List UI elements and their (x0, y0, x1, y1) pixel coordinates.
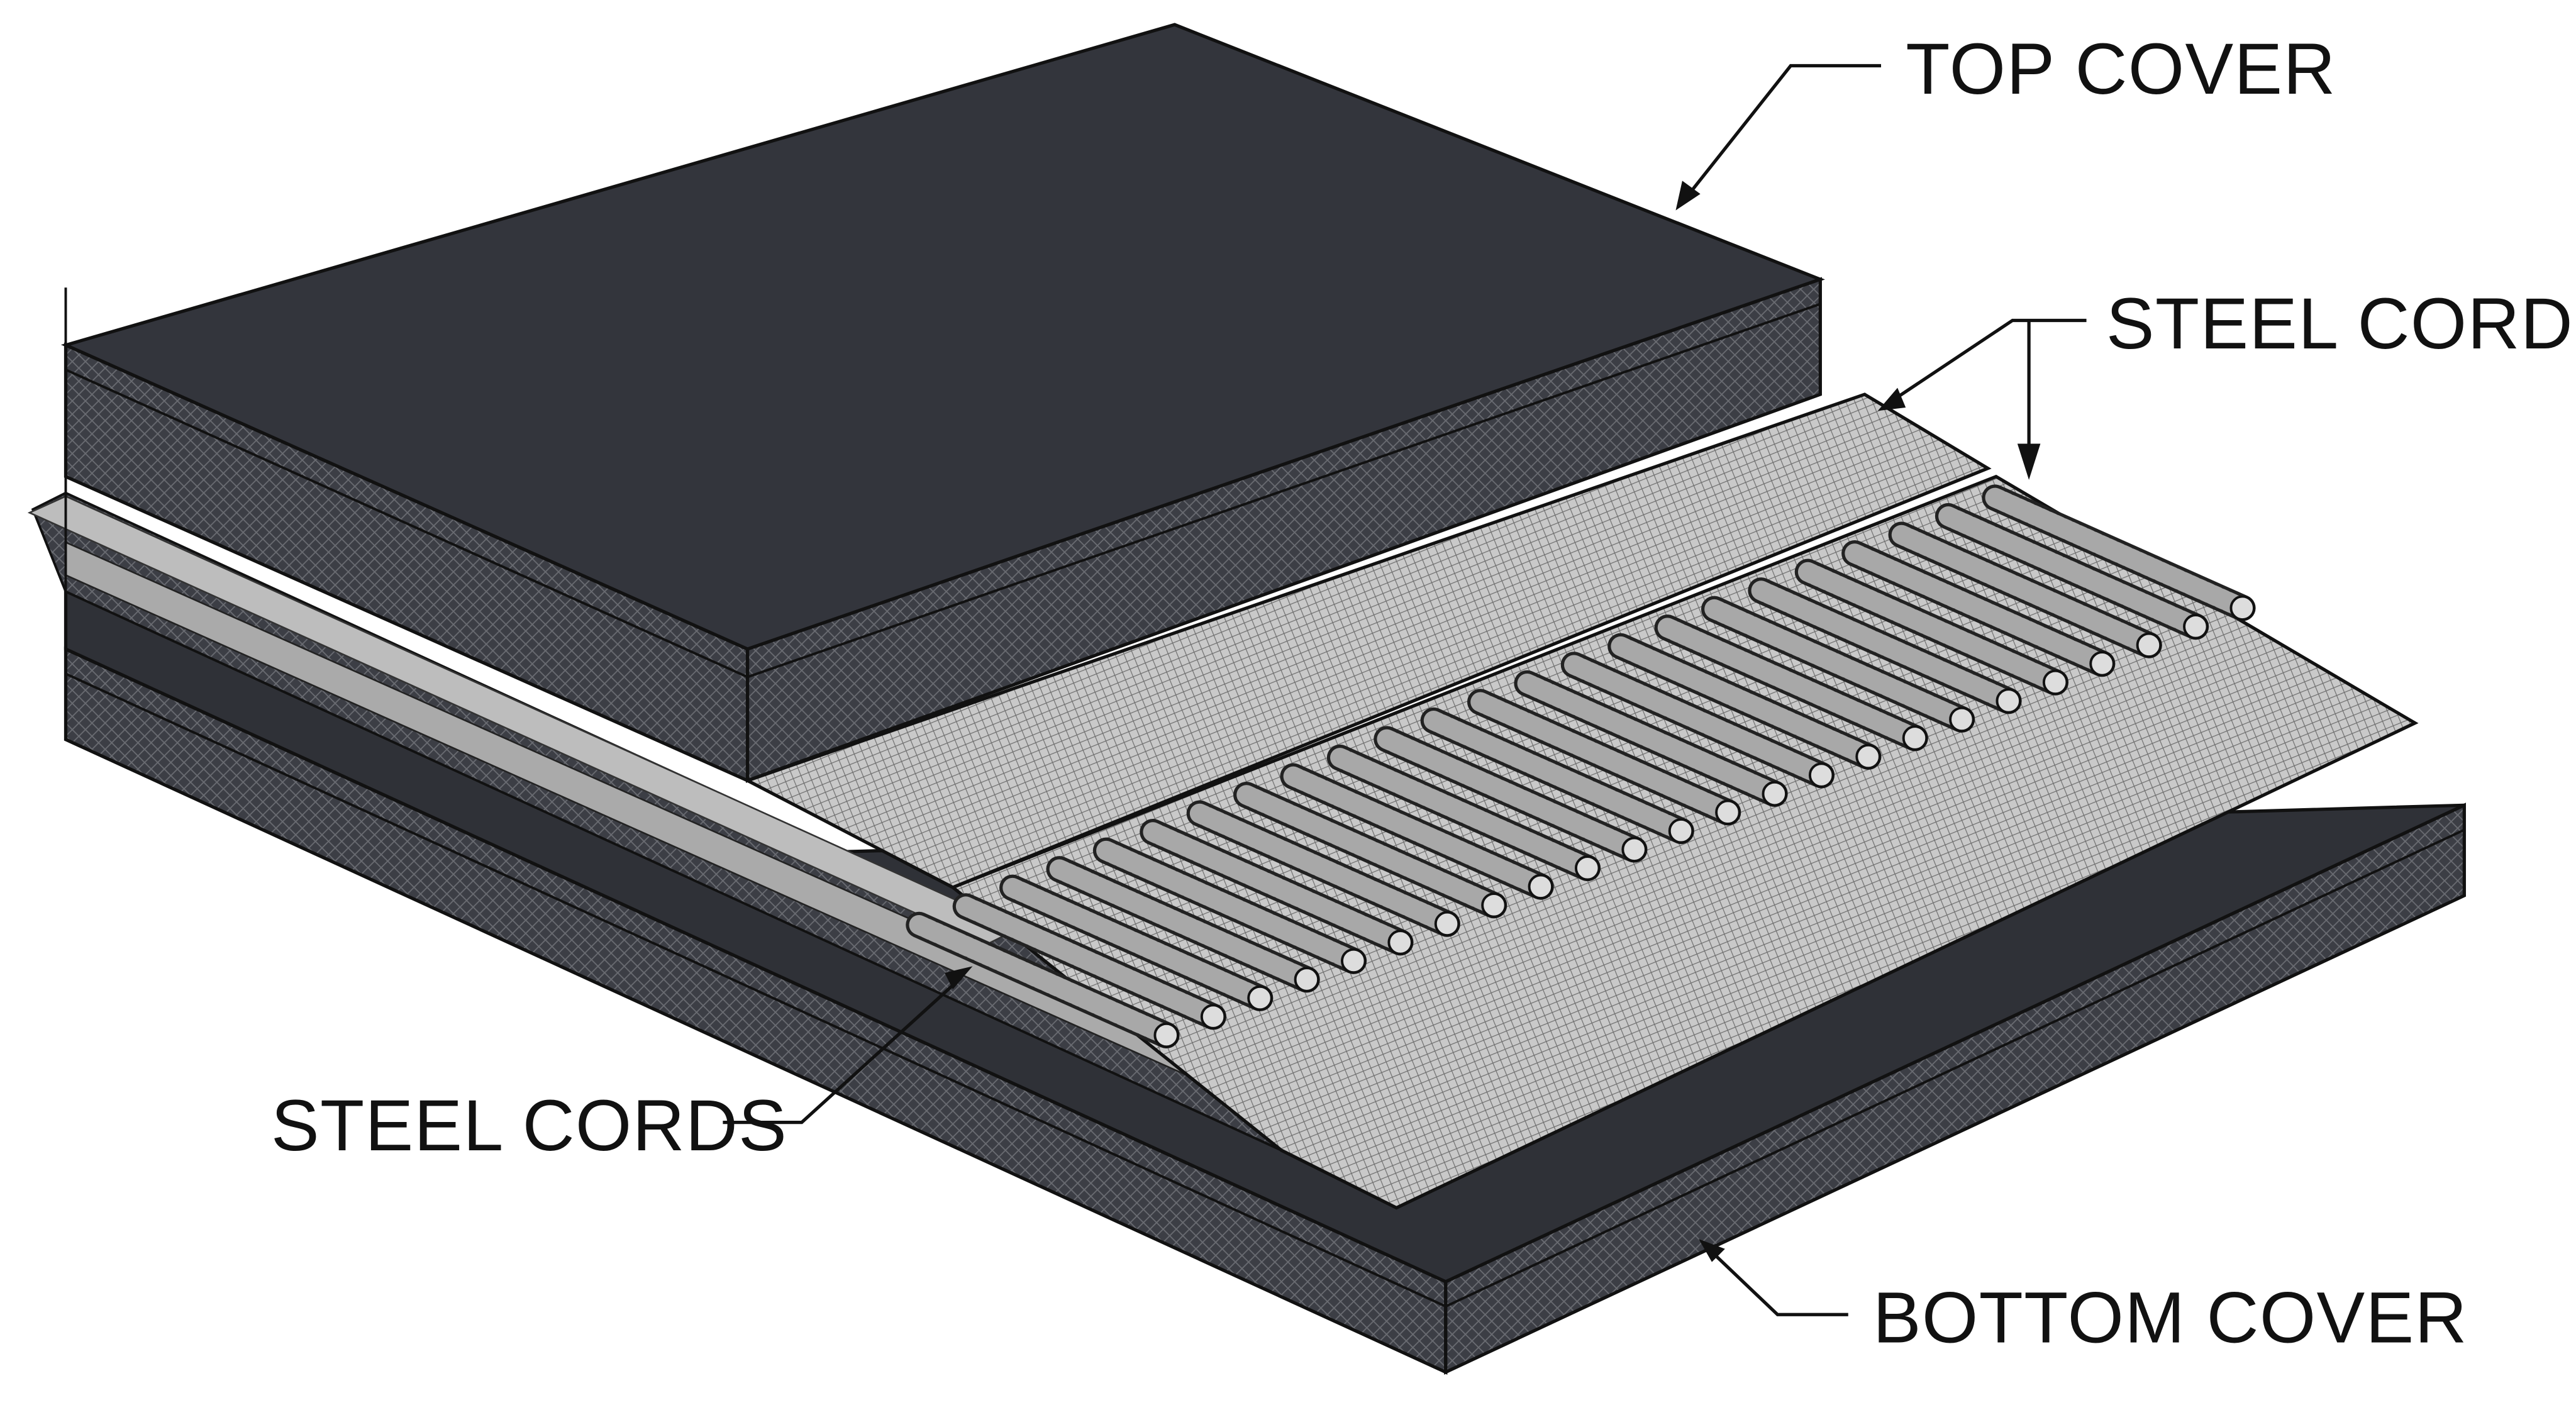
steel-cord (1189, 803, 1457, 934)
steel-cord (955, 896, 1223, 1027)
steel-cord (1236, 785, 1504, 916)
steel-cords (906, 484, 2256, 1049)
steel-cord-end (1481, 892, 1507, 918)
steel-cord (1845, 543, 2112, 674)
steel-cord (1891, 525, 2159, 655)
steel-cord-end (1855, 743, 1881, 770)
svg-text:STEEL CORDS: STEEL CORDS (271, 1086, 787, 1166)
steel-cord-end (2183, 614, 2209, 640)
steel-cord-end (1434, 911, 1460, 937)
left-cord-layer (27, 491, 1283, 1153)
steel-cord (1002, 877, 1270, 1008)
upper-fabric-sheet (743, 392, 1992, 889)
steel-cord-end (2229, 595, 2255, 621)
label-top-cover: TOP COVER (1675, 29, 2336, 211)
steel-cord (1938, 506, 2206, 636)
steel-cord-end (1715, 799, 1741, 825)
svg-text:TOP COVER: TOP COVER (1906, 29, 2336, 109)
steel-cord (1330, 748, 1597, 878)
steel-cord-end (2089, 651, 2115, 677)
steel-cord (1751, 580, 2019, 711)
steel-cord-end (1341, 948, 1367, 974)
steel-cord (1657, 618, 1925, 748)
steel-cord-end (1668, 818, 1694, 844)
steel-cord (1563, 655, 1831, 786)
steel-cord (1517, 673, 1785, 804)
steel-cord (1611, 636, 1879, 767)
steel-cord-end (1200, 1004, 1226, 1030)
steel-cord-end (2042, 669, 2068, 696)
label-steel-cords-top: STEEL CORDS (1877, 284, 2576, 480)
steel-cord-end (1902, 725, 1928, 751)
steel-cord-end (1949, 706, 1975, 733)
top-cover (60, 23, 1825, 784)
steel-cord-end (1247, 985, 1273, 1011)
svg-text:BOTTOM COVER: BOTTOM COVER (1873, 1278, 2468, 1358)
steel-cord (1049, 859, 1317, 990)
steel-cord (1985, 487, 2253, 618)
steel-cord (1797, 562, 2065, 692)
label-steel-cords-left: STEEL CORDS (271, 966, 973, 1166)
steel-cord (909, 914, 1177, 1045)
steel-cord (1143, 822, 1411, 953)
steel-cord-end (1574, 855, 1601, 881)
steel-cord-end (2136, 632, 2162, 658)
steel-cord (1470, 692, 1738, 823)
steel-cord-end (1808, 762, 1835, 788)
label-bottom-cover: BOTTOM COVER (1699, 1239, 2468, 1358)
steel-cord (1096, 840, 1363, 971)
steel-cord-end (1528, 874, 1554, 900)
steel-cord-end (1762, 780, 1788, 807)
steel-cord-end (1621, 836, 1647, 862)
steel-cord (1423, 711, 1691, 841)
steel-cord-end (1294, 967, 1320, 992)
steel-cord (1704, 599, 1972, 730)
steel-cord (1377, 729, 1645, 860)
svg-text:STEEL CORDS: STEEL CORDS (2106, 284, 2576, 364)
steel-cord-end (1153, 1022, 1179, 1048)
steel-cord-end (1387, 930, 1413, 955)
steel-cord (1283, 766, 1551, 897)
steel-cord-end (1996, 688, 2021, 714)
